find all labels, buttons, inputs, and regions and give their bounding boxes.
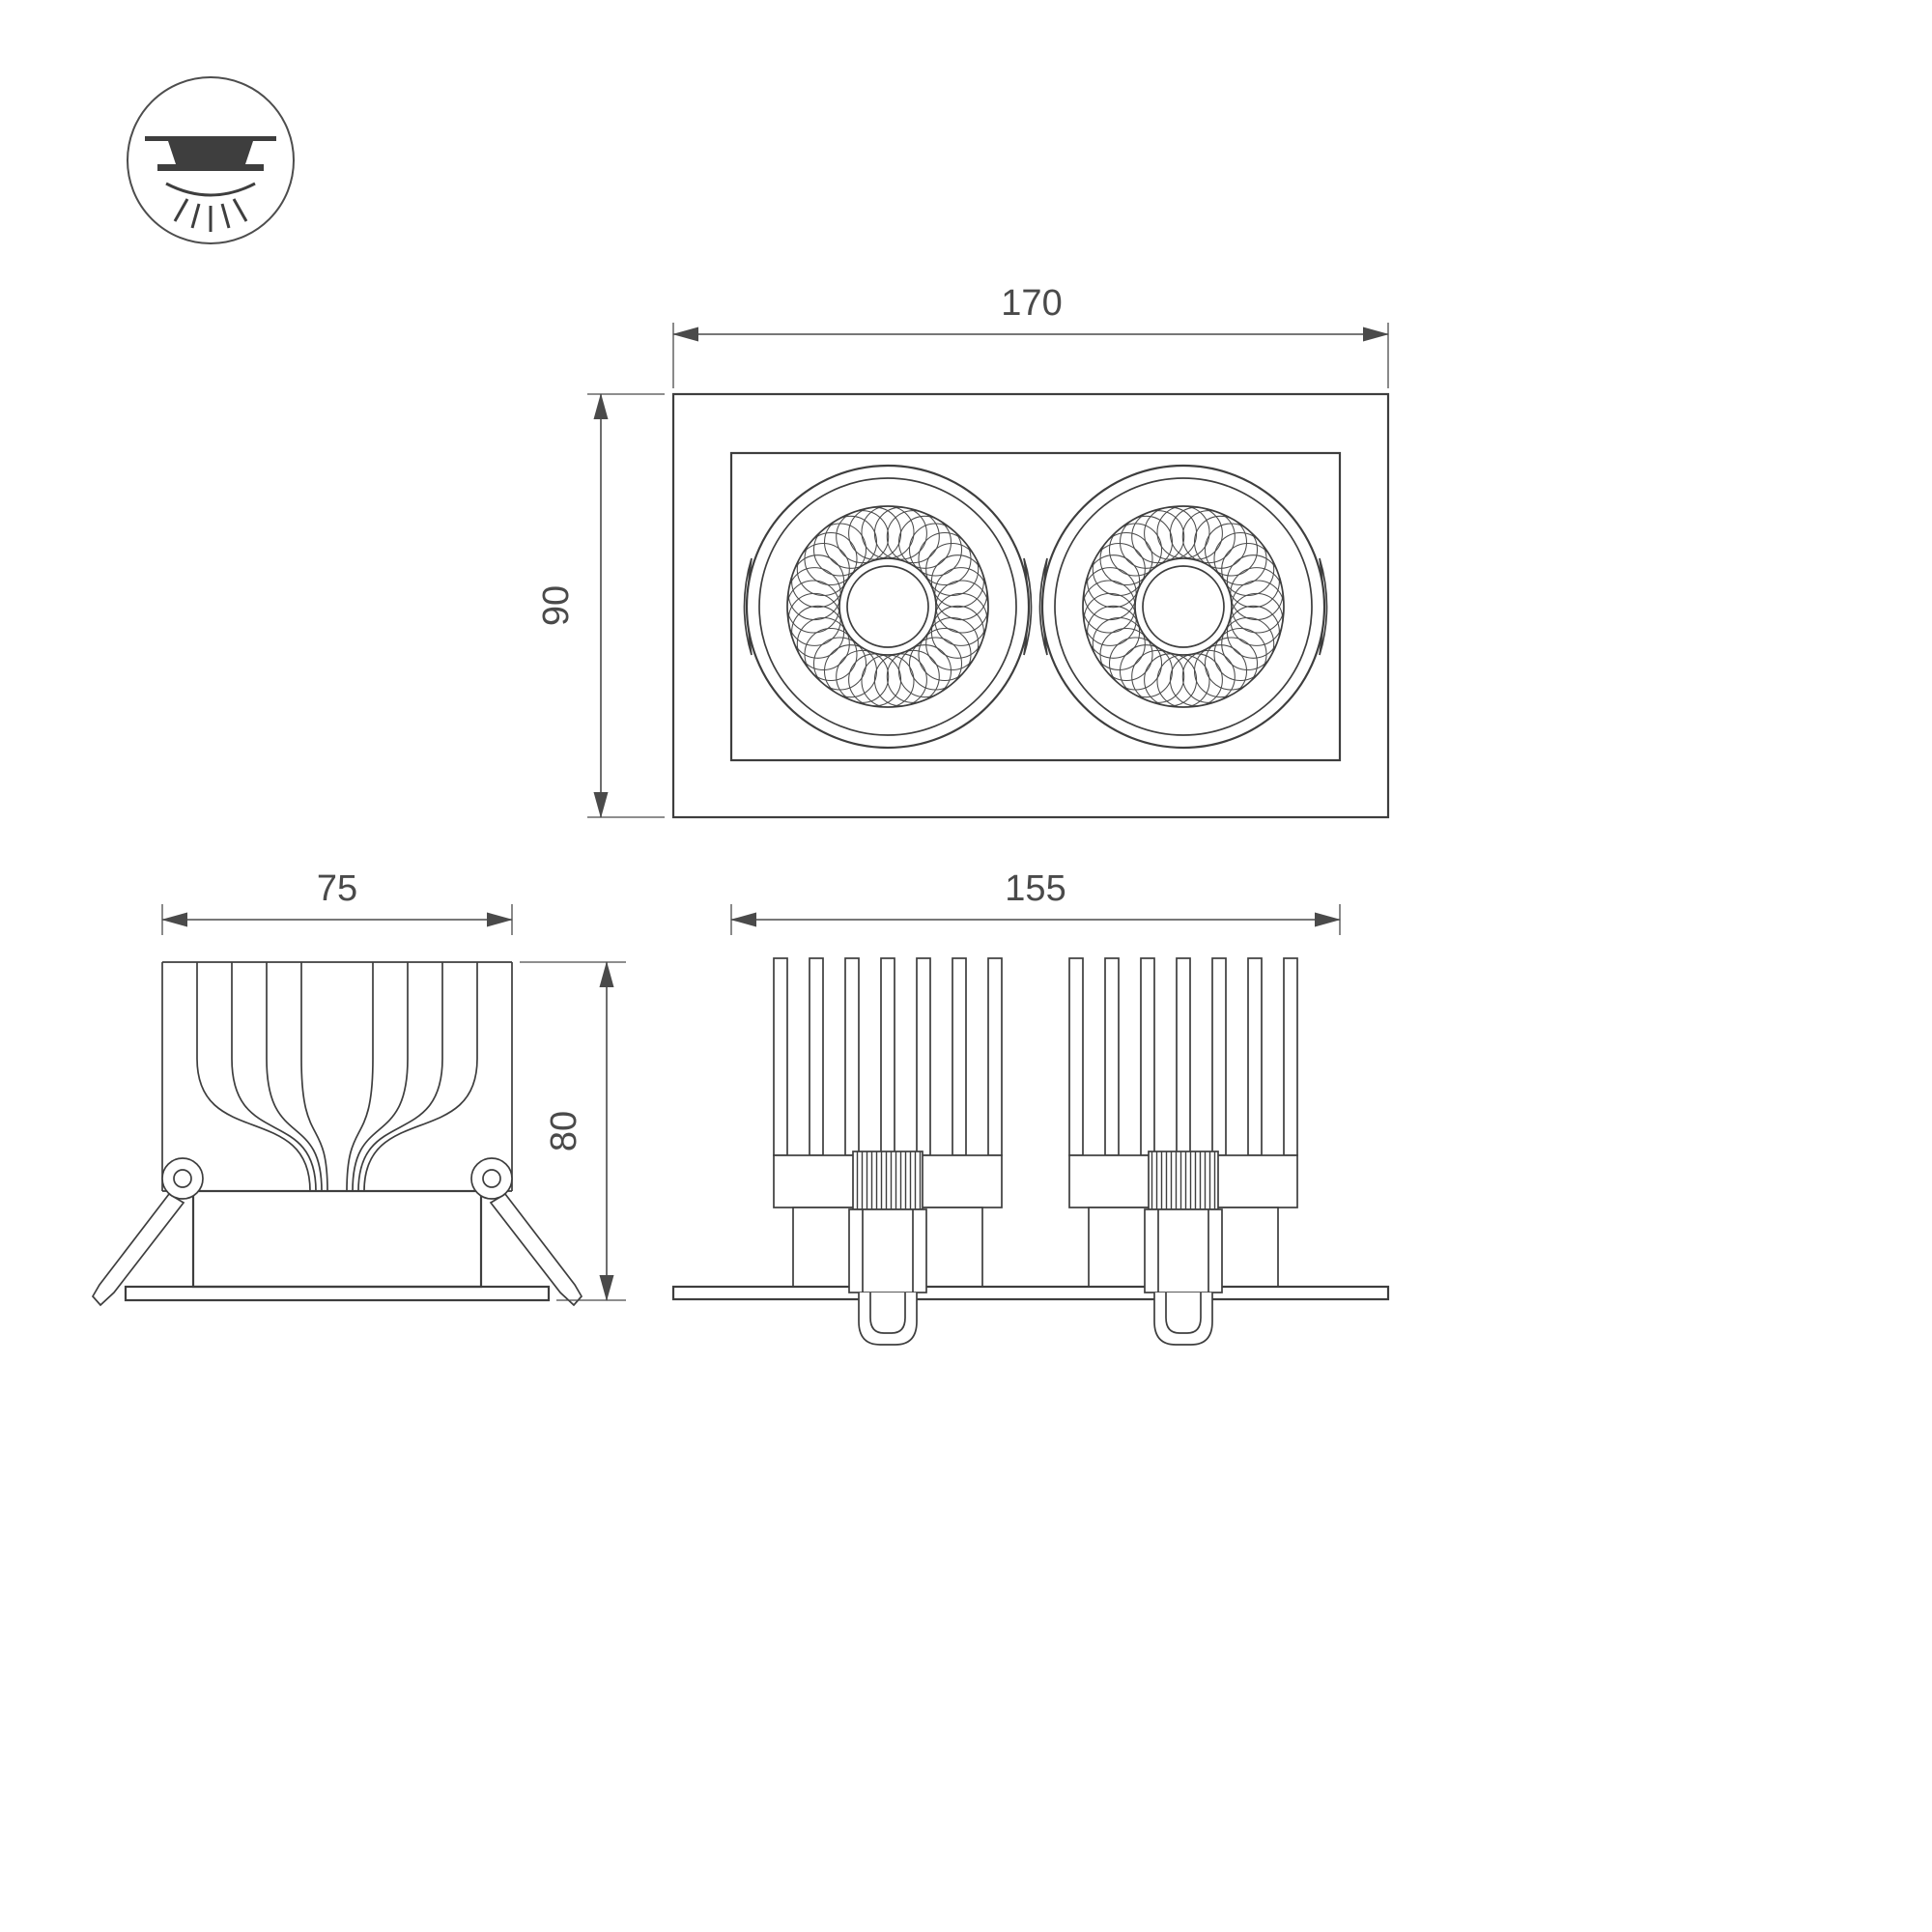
- lamp-trim-ring: [758, 477, 1017, 736]
- lamp-left: [743, 464, 1033, 750]
- lamp-mesh-outer-edge: [786, 505, 989, 708]
- spring-clip-right: [470, 1157, 583, 1307]
- dimension-label: 80: [544, 1111, 584, 1151]
- spring-pivot: [470, 1157, 513, 1200]
- clip-spring-coil: [852, 1151, 923, 1210]
- front-outer-frame: [671, 392, 1390, 819]
- dim-width-155: 155: [730, 868, 1341, 935]
- front-elevation-view: 155: [671, 868, 1390, 1346]
- dim-height-90: 90: [536, 393, 665, 818]
- lamp-led-center: [1142, 565, 1225, 648]
- clip-body: [848, 1208, 927, 1293]
- extension-line: [587, 393, 665, 818]
- spring-pivot-center: [173, 1169, 192, 1188]
- elevation-baseplate: [671, 1285, 1390, 1301]
- lamp-led-ring: [838, 557, 937, 656]
- clip-spring-coil: [1148, 1151, 1219, 1210]
- icon-circle: [127, 76, 295, 244]
- clip-inner-lines: [1157, 1209, 1209, 1293]
- clip-tab-outer: [1153, 1293, 1213, 1346]
- spring-pivot: [161, 1157, 204, 1200]
- spring-pivot-center: [482, 1169, 501, 1188]
- heatsink-fins: [1068, 957, 1298, 1156]
- mounting-clip-left: [848, 1151, 927, 1346]
- lamp-trim-ring: [1054, 477, 1313, 736]
- extension-line: [672, 323, 1389, 388]
- clip-tab-inner: [1165, 1293, 1202, 1334]
- elevation-heatsink-left: [773, 957, 1003, 1288]
- lamp-led-ring: [1134, 557, 1233, 656]
- side-flange: [124, 1285, 551, 1302]
- lamp-mesh-outer-edge: [1082, 505, 1285, 708]
- clip-tab-outer: [858, 1293, 918, 1346]
- icon-light-arc: [165, 182, 256, 197]
- lamp-led-center: [846, 565, 929, 648]
- icon-trim-line: [157, 164, 264, 171]
- icon-ceiling-line: [145, 136, 276, 141]
- clip-tab-inner: [869, 1293, 906, 1334]
- clip-inner-lines: [862, 1209, 914, 1293]
- spring-clip-left: [91, 1157, 204, 1307]
- side-view: 75 80: [91, 868, 626, 1307]
- lamp-right: [1038, 464, 1328, 750]
- dim-height-80: 80: [520, 961, 626, 1301]
- dimension-label: 90: [536, 585, 577, 626]
- recessed-downlight-icon: [127, 76, 295, 244]
- heatsink-fins: [773, 957, 1003, 1156]
- front-inner-frame: [729, 451, 1342, 762]
- side-heatsink: [161, 961, 513, 1192]
- icon-light-rays: [173, 198, 248, 232]
- icon-lamp-body: [168, 141, 253, 164]
- spring-arm: [91, 1192, 185, 1307]
- dimension-label: 75: [317, 868, 357, 909]
- front-view: 170 90: [536, 283, 1390, 819]
- dimension-label: 170: [1001, 283, 1062, 324]
- dimension-label: 155: [1005, 868, 1065, 909]
- spring-arm: [489, 1192, 583, 1307]
- dim-width-170: 170: [672, 283, 1389, 388]
- mounting-clip-right: [1144, 1151, 1223, 1346]
- side-body: [191, 1189, 483, 1289]
- clip-body: [1144, 1208, 1223, 1293]
- dim-width-75: 75: [161, 868, 513, 935]
